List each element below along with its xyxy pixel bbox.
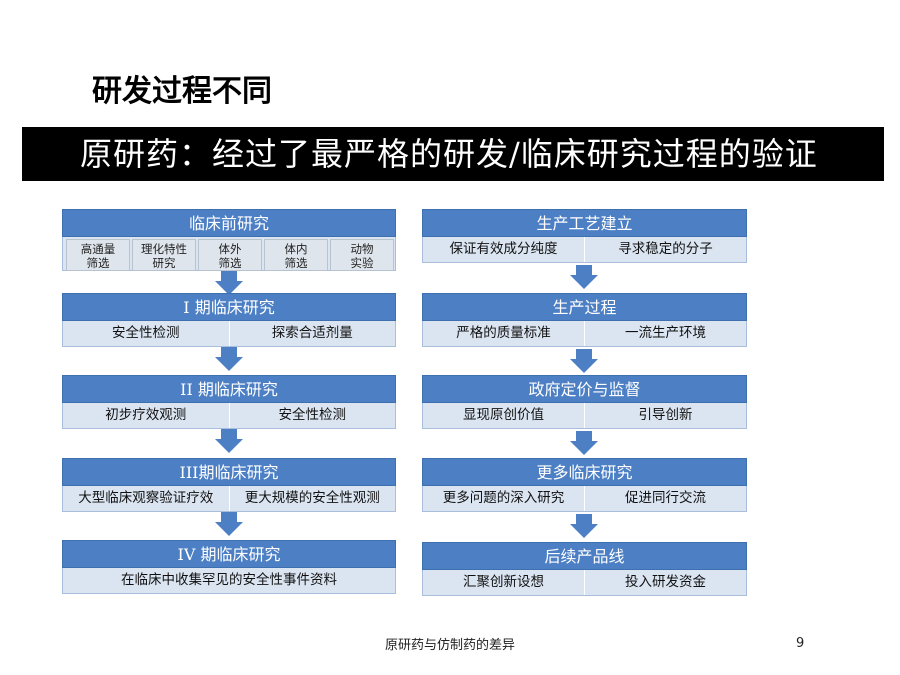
stage-cell: 更大规模的安全性观测 [228,486,396,511]
stage-phase-2: II 期临床研究 初步疗效观测 安全性检测 [62,375,396,429]
stage-phase-4: IV 期临床研究 在临床中收集罕见的安全性事件资料 [62,540,396,594]
stage-header: 更多临床研究 [422,458,747,486]
stage-body: 大型临床观察验证疗效 更大规模的安全性观测 [62,486,396,512]
stage-body: 汇聚创新设想 投入研发资金 [422,570,747,596]
stage-body: 严格的质量标准 一流生产环境 [422,321,747,347]
stage-cell: 严格的质量标准 [456,325,551,341]
stage-body: 显现原创价值 引导创新 [422,403,747,429]
stage-header: 政府定价与监督 [422,375,747,403]
stage-cell: 显现原创价值 [463,407,544,423]
stage-header: I 期临床研究 [62,293,396,321]
stage-cell: 更多问题的深入研究 [442,490,565,506]
substep-physicochemical: 理化特性 研究 [132,239,196,271]
stage-cell: 保证有效成分纯度 [449,241,558,257]
stage-cell: 在临床中收集罕见的安全性事件资料 [121,572,337,588]
stage-production: 生产过程 严格的质量标准 一流生产环境 [422,293,747,347]
stage-cell: 寻求稳定的分子 [584,237,746,262]
substep-in-vitro: 体外 筛选 [198,239,262,271]
stage-header: IV 期临床研究 [62,540,396,568]
substep-high-throughput: 高通量 筛选 [66,239,130,271]
stage-process-setup: 生产工艺建立 保证有效成分纯度 寻求稳定的分子 [422,209,747,263]
footer-caption: 原研药与仿制药的差异 [384,638,515,653]
substep-in-vivo: 体内 筛选 [264,239,328,271]
stage-header: 生产过程 [422,293,747,321]
stage-product-line: 后续产品线 汇聚创新设想 投入研发资金 [422,542,747,596]
slide-title: 研发过程不同 [92,74,272,109]
stage-cell: 初步疗效观测 [105,407,187,423]
stage-header: 后续产品线 [422,542,747,570]
stage-body: 更多问题的深入研究 促进同行交流 [422,486,747,512]
stage-header: 生产工艺建立 [422,209,747,237]
stage-cell: 投入研发资金 [584,570,746,595]
stage-body: 在临床中收集罕见的安全性事件资料 [62,568,396,594]
stage-body: 保证有效成分纯度 寻求稳定的分子 [422,237,747,263]
stage-cell: 探索合适剂量 [228,321,396,346]
stage-preclinical: 临床前研究 高通量 筛选 理化特性 研究 体外 筛选 体内 筛选 动物 实验 [62,209,396,271]
stage-phase-1: I 期临床研究 安全性检测 探索合适剂量 [62,293,396,347]
stage-cell: 汇聚创新设想 [463,574,544,590]
stage-phase-3: III期临床研究 大型临床观察验证疗效 更大规模的安全性观测 [62,458,396,512]
stage-cell: 安全性检测 [228,403,396,428]
stage-cell: 安全性检测 [112,325,180,341]
stage-header: II 期临床研究 [62,375,396,403]
stage-header: 临床前研究 [62,209,396,237]
stage-body: 初步疗效观测 安全性检测 [62,403,396,429]
preclinical-substeps: 高通量 筛选 理化特性 研究 体外 筛选 体内 筛选 动物 实验 [66,239,396,271]
stage-more-clinical: 更多临床研究 更多问题的深入研究 促进同行交流 [422,458,747,512]
stage-cell: 引导创新 [584,403,746,428]
page-number: 9 [796,636,805,651]
banner-statement: 原研药：经过了最严格的研发/临床研究过程的验证 [22,127,884,181]
stage-pricing: 政府定价与监督 显现原创价值 引导创新 [422,375,747,429]
substep-animal: 动物 实验 [330,239,394,271]
stage-body: 安全性检测 探索合适剂量 [62,321,396,347]
stage-header: III期临床研究 [62,458,396,486]
stage-cell: 大型临床观察验证疗效 [78,490,214,506]
stage-cell: 一流生产环境 [584,321,746,346]
stage-cell: 促进同行交流 [584,486,746,511]
